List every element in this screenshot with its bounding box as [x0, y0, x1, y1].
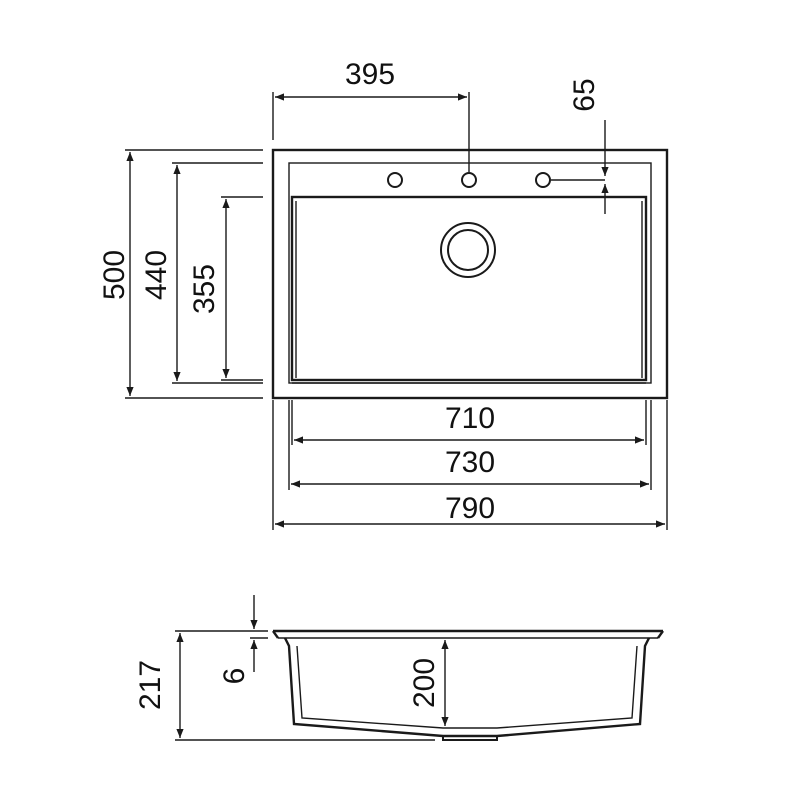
tap-hole-right [535, 172, 551, 188]
dim-label-730: 730 [445, 446, 495, 479]
dim-label-790: 790 [445, 492, 495, 525]
section-view: 217 6 200 [134, 595, 664, 741]
dim-label-395: 395 [345, 58, 395, 91]
plan-view: 395 65 500 440 355 710 730 [98, 58, 669, 530]
bowl-outer-profile [283, 637, 651, 738]
bowl-inner-profile [296, 645, 638, 729]
drain-stub [442, 736, 498, 741]
dim-label-217: 217 [134, 660, 167, 710]
tap-hole-center [461, 172, 477, 188]
dim-label-200: 200 [408, 658, 441, 708]
dim-label-500: 500 [98, 250, 131, 300]
drain-outer [440, 222, 496, 278]
dim-label-6: 6 [218, 668, 251, 685]
sink-bowl-outline [290, 195, 648, 382]
dim-label-710: 710 [445, 402, 495, 435]
tap-hole-left [387, 172, 403, 188]
dim-label-440: 440 [140, 250, 173, 300]
dim-label-355: 355 [188, 264, 221, 314]
drain-inner [447, 229, 489, 271]
sink-outer-outline [271, 148, 669, 400]
dim-label-65: 65 [568, 78, 601, 111]
